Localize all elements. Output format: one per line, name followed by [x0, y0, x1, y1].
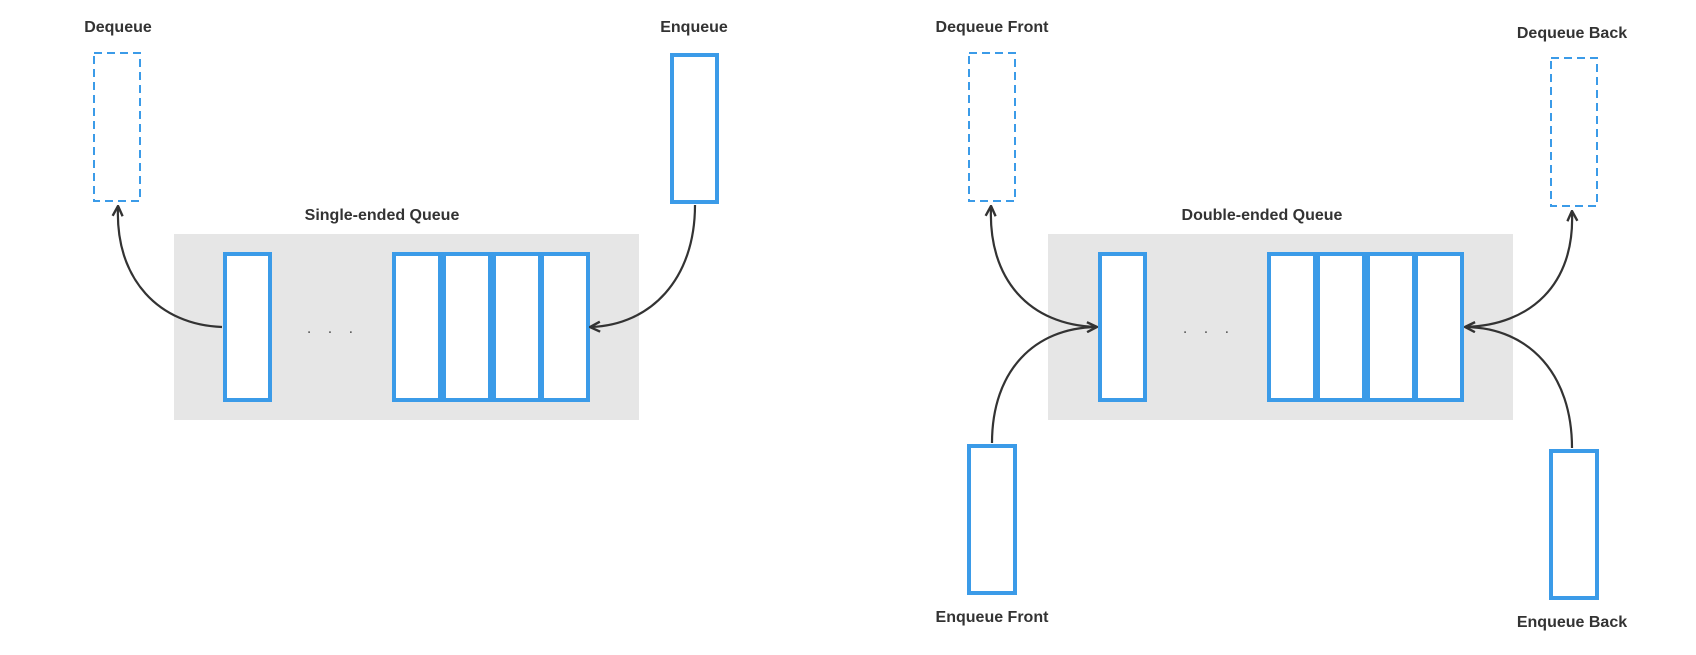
double-queue-title: Double-ended Queue: [1182, 207, 1343, 224]
double-enqueue-back-item: [1549, 449, 1599, 600]
single-ended-queue: Dequeue Enqueue Single-ended Queue . . .: [84, 19, 728, 420]
double-dequeue-front-arrow: [991, 207, 1097, 329]
double-enqueue-back-label: Enqueue Back: [1517, 614, 1627, 631]
single-queue-ellipsis: . . .: [307, 320, 359, 337]
double-queue-cell: [1366, 252, 1416, 402]
double-queue-cell: [1267, 252, 1317, 402]
double-enqueue-front-arrow: [990, 327, 1096, 444]
double-queue-ellipsis: . . .: [1183, 320, 1235, 337]
single-queue-cell: [392, 252, 442, 402]
double-dequeued-front-slot: [968, 52, 1016, 202]
single-queue-front-cell: [223, 252, 272, 402]
single-queue-back-cell: [540, 252, 590, 402]
double-dequeue-back-arrow: [1465, 212, 1572, 329]
single-enqueued-item: [670, 53, 719, 204]
double-dequeued-back-slot: [1550, 57, 1598, 207]
single-queue-cell: [442, 252, 492, 402]
single-enqueue-label: Enqueue: [660, 19, 728, 36]
double-queue-cell: [1316, 252, 1366, 402]
double-enqueue-front-label: Enqueue Front: [936, 609, 1050, 626]
double-dequeue-back-label: Dequeue Back: [1517, 25, 1627, 42]
double-ended-queue: Dequeue Front Dequeue Back Double-ended …: [936, 19, 1628, 631]
single-dequeued-slot: [93, 52, 141, 202]
single-queue-title: Single-ended Queue: [305, 207, 460, 224]
single-dequeue-arrow: [118, 207, 223, 329]
double-queue-back-cell: [1414, 252, 1464, 402]
single-queue-cell: [492, 252, 542, 402]
double-enqueue-back-arrow: [1466, 327, 1574, 449]
double-enqueue-front-item: [967, 444, 1017, 595]
single-enqueue-arrow: [591, 204, 697, 327]
double-queue-front-cell: [1098, 252, 1147, 402]
double-dequeue-front-label: Dequeue Front: [936, 19, 1050, 36]
single-dequeue-label: Dequeue: [84, 19, 152, 36]
